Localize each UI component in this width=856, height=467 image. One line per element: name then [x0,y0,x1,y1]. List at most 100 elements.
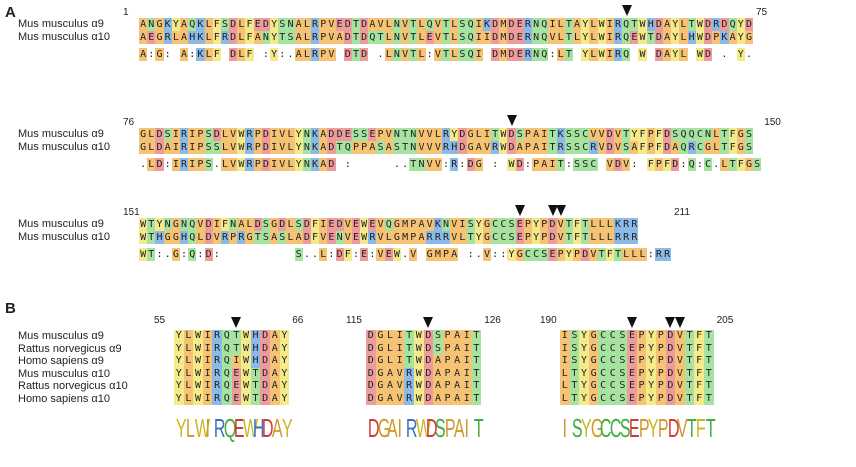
residue: D [665,367,676,380]
residue: T [471,380,482,393]
residue: E [335,18,344,31]
residue: A [163,141,172,154]
residue: V [589,248,598,261]
residue: A [630,141,639,154]
residue: L [220,128,230,141]
residue: W [241,392,251,405]
residue: D [327,141,336,154]
residue: T [548,128,557,141]
residue [172,48,180,61]
residue: T [684,392,695,405]
residue: A [452,392,462,405]
residue: N [229,218,238,231]
residue: Y [171,18,180,31]
residue: E [231,392,242,405]
residue: A [671,141,680,154]
group-end-number: 205 [716,315,734,326]
residue: D [327,128,336,141]
residue: I [482,31,492,44]
residue [262,248,270,261]
residue: V [675,392,685,405]
residue: R [441,128,451,141]
residue: V [613,141,623,154]
residue: E [231,367,242,380]
group-end-number: 66 [292,315,304,326]
residue: W [360,218,369,231]
residue: I [461,392,472,405]
species-name-label: Rattus norvegicus α9 [18,342,122,355]
residue: T [147,248,156,261]
residue: I [560,355,570,368]
residue: W [695,18,704,31]
residue: W [499,128,508,141]
residue: Y [579,392,589,405]
residue: N [179,218,189,231]
residue: L [474,128,483,141]
residue: G [375,380,386,393]
residue: V [675,380,685,393]
residue: A [179,18,189,31]
residue: : [492,249,499,260]
residue: K [613,218,623,231]
residue: E [351,231,361,244]
residue: F [245,18,254,31]
residue: N [286,18,295,31]
residue: N [302,141,311,154]
residue: G [375,330,386,343]
residue: S [376,141,385,154]
residue: E [360,248,369,261]
residue: T [703,392,714,405]
residue: T [564,218,573,231]
residue: W [241,380,251,393]
residue: L [605,218,614,231]
residue: Y [579,380,589,393]
residue: C [607,367,618,380]
residue: A [269,355,280,368]
residue: L [679,18,688,31]
residue: L [417,31,426,44]
residue: L [220,141,230,154]
residue: C [598,355,608,368]
residue: T [548,141,557,154]
residue: C [703,158,713,171]
residue: : [524,159,531,170]
residue [376,158,384,171]
residue: K [310,141,320,154]
residue: C [523,248,532,261]
residue: A [433,367,443,380]
residue: D [491,31,500,44]
residue: C [532,248,541,261]
residue: G [703,141,713,154]
residue: R [523,18,532,31]
residue: C [491,231,500,244]
logo-letter: I [397,413,402,443]
residue: Y [646,367,656,380]
residue: A [139,31,148,44]
residue: G [155,18,164,31]
residue: R [613,18,623,31]
residue: V [394,380,405,393]
residue: W [237,141,246,154]
residue: C [598,330,608,343]
residue: T [564,18,573,31]
residue: G [375,392,386,405]
residue: P [523,128,532,141]
residue: T [250,392,261,405]
residue: F [736,158,745,171]
residue: D [703,48,713,61]
residue: R [404,380,414,393]
logo-letter: S [434,413,446,443]
residue: F [572,218,582,231]
group-start-number: 115 [346,315,362,326]
residue: V [327,31,336,44]
residue: T [703,355,714,368]
residue: . [393,159,400,170]
residue: F [310,218,320,231]
residue: T [684,355,695,368]
residue: L [630,248,639,261]
residue: : [565,159,572,170]
residue: E [253,18,262,31]
residue: D [335,218,344,231]
